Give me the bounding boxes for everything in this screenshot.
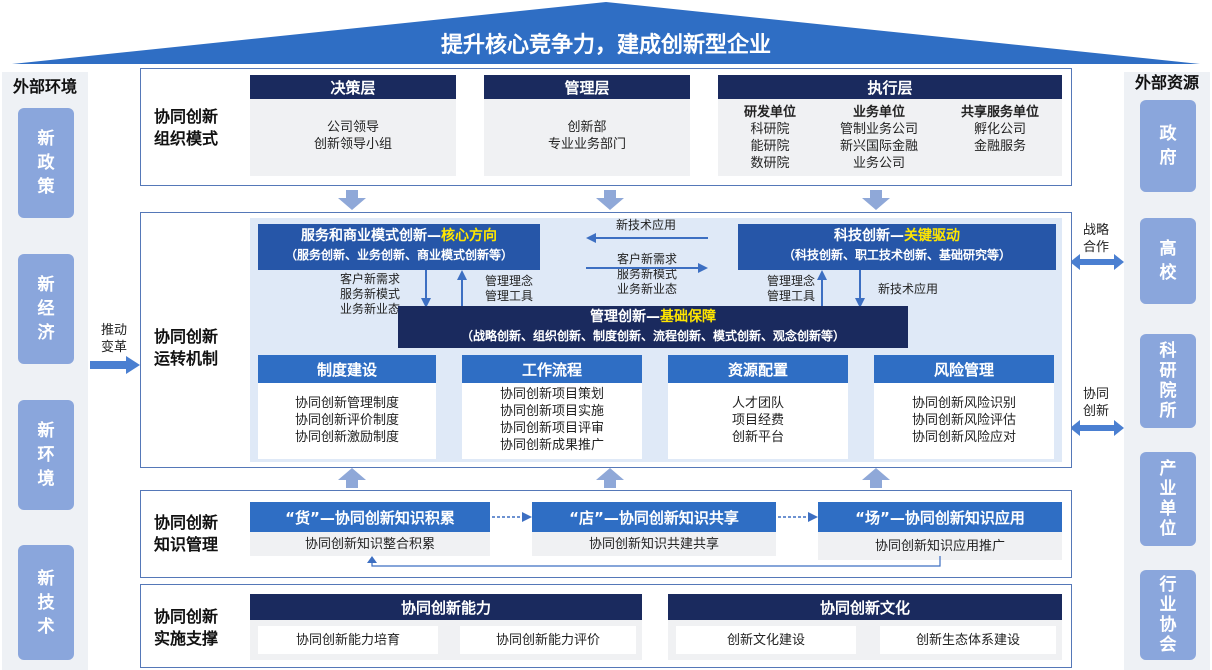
exec-col-rd-lines: 科研院 能研院 数研院 [750,122,790,171]
tech-innovation-title: 科技创新— [834,228,904,244]
right-item-government: 政 府 [1140,100,1196,192]
management-innovation-box: 管理创新—基础保障 （战略创新、组织创新、制度创新、流程创新、模式创新、观念创新… [398,306,908,348]
workflow-header: 工作流程 [462,355,642,383]
down-arrow-icon [421,270,431,308]
resource-allocation-header: 资源配置 [668,355,848,383]
double-arrow-icon [1070,420,1124,436]
up-arrow-icon [338,468,366,488]
right-new-tech-label: 新技术应用 [877,282,938,296]
service-innovation-box: 服务和商业模式创新—核心方向 （服务创新、业务创新、商业模式创新等） [258,224,540,270]
service-innovation-sub: （服务创新、业务创新、商业模式创新等） [284,248,513,262]
right-item-industry-associations: 行 业 协 会 [1140,570,1196,660]
left-mgmt-tools-label: 管理理念 管理工具 [484,274,533,303]
knowledge-application-sub: 协同创新知识应用推广 [818,532,1062,560]
right-arrow-icon [586,263,708,273]
down-arrow-icon [862,190,890,210]
left-item-new-economy: 新 经 济 [18,254,74,364]
risk-management-header: 风险管理 [874,355,1054,383]
resource-allocation-content: 人才团队 项目经费 创新平台 [668,383,848,459]
up-arrow-icon [596,468,624,488]
tech-innovation-sub: （科技创新、职工技术创新、基础研究等） [782,248,1011,262]
exec-col-biz-lines: 管制业务公司 新兴国际金融 业务公司 [839,122,918,171]
knowledge-sharing-sub: 协同创新知识共建共享 [532,532,776,556]
feedback-loop-arrow-icon [367,556,941,567]
knowledge-accumulation-sub: 协同创新知识整合积累 [250,532,490,556]
knowledge-accumulation-header: “货”—协同创新知识积累 [250,502,490,532]
management-layer-header: 管理层 [484,75,690,99]
exec-col-biz-head: 业务单位 [852,105,905,120]
center-new-tech-label: 新技术应用 [615,218,676,232]
banner-title: 提升核心竞争力，建成创新型企业 [440,33,771,58]
knowledge-title: 协同创新 知识管理 [154,513,219,554]
management-innovation-title: 管理创新— [590,309,660,325]
workflow-content: 协同创新项目策划 协同创新项目实施 协同创新项目评审 协同创新成果推广 [462,383,642,459]
exec-col-shared-lines: 孵化公司 金融服务 [973,122,1026,154]
push-arrow-icon [90,356,140,374]
left-column-title: 外部环境 [12,77,77,96]
down-arrow-icon [338,190,366,210]
knowledge-application-header: “场”—协同创新知识应用 [818,502,1062,532]
operations-title: 协同创新 运转机制 [154,327,219,368]
left-item-new-environment: 新 环 境 [18,400,74,510]
management-layer-content: 创新部 专业业务部门 [484,99,690,176]
execution-layer-header: 执行层 [718,75,1062,99]
culture-building-item: 创新文化建设 [676,626,856,654]
knowledge-sharing-header: “店”—协同创新知识共享 [532,502,776,532]
right-mgmt-tools-label: 管理理念 管理工具 [766,274,815,303]
exec-col-shared-head: 共享服务单位 [960,105,1039,120]
tech-innovation-box: 科技创新—关键驱动 （科技创新、职工技术创新、基础研究等） [738,224,1056,270]
up-arrow-icon [457,270,467,308]
center-demand-label: 客户新需求 服务新模式 业务新业态 [616,252,677,296]
execution-layer-content [718,99,1062,176]
left-item-new-technology: 新 技 术 [18,545,74,660]
decision-layer-content: 公司领导 创新领导小组 [250,99,456,176]
institution-building-header: 制度建设 [258,355,436,383]
exec-col-rd-head: 研发单位 [743,105,796,120]
push-change-label: 推动 变革 [100,323,127,355]
right-item-research-institutes: 科 研 院 所 [1140,334,1196,428]
management-innovation-sub: （战略创新、组织创新、制度创新、流程创新、模式创新、观念创新等） [460,329,845,343]
collaborative-innovation-label: 协同 创新 [1082,387,1109,419]
institution-building-content: 协同创新管理制度 协同创新评价制度 协同创新激励制度 [258,383,436,459]
double-arrow-icon [1070,254,1124,270]
right-item-industry-units: 产 业 单 位 [1140,452,1196,546]
right-column-title: 外部资源 [1134,73,1199,92]
banner-shape [12,2,1200,64]
service-innovation-highlight: 核心方向 [441,228,497,244]
up-arrow-icon [862,468,890,488]
support-title: 协同创新 实施支撑 [154,607,219,648]
capability-header: 协同创新能力 [250,594,642,620]
risk-management-content: 协同创新风险识别 协同创新风险评估 协同创新风险应对 [874,383,1054,459]
right-item-universities: 高 校 [1140,218,1196,304]
tech-innovation-highlight: 关键驱动 [904,228,960,244]
down-arrow-icon [596,190,624,210]
up-arrow-icon [817,270,827,308]
right-arrow-icon [778,512,818,522]
management-innovation-highlight: 基础保障 [660,309,716,325]
capability-evaluation-item: 协同创新能力评价 [460,626,636,654]
ecosystem-building-item: 创新生态体系建设 [880,626,1056,654]
capability-cultivation-item: 协同创新能力培育 [258,626,438,654]
org-model-title: 协同创新 组织模式 [154,107,219,148]
down-arrow-icon [855,270,865,308]
service-innovation-title: 服务和商业模式创新— [301,228,441,244]
left-demand-label: 客户新需求 服务新模式 业务新业态 [339,272,400,316]
left-item-new-policy: 新 政 策 [18,108,74,218]
strategic-cooperation-label: 战略 合作 [1082,223,1109,255]
right-arrow-icon [492,512,532,522]
decision-layer-header: 决策层 [250,75,456,99]
left-arrow-icon [586,233,708,243]
culture-header: 协同创新文化 [668,594,1062,620]
